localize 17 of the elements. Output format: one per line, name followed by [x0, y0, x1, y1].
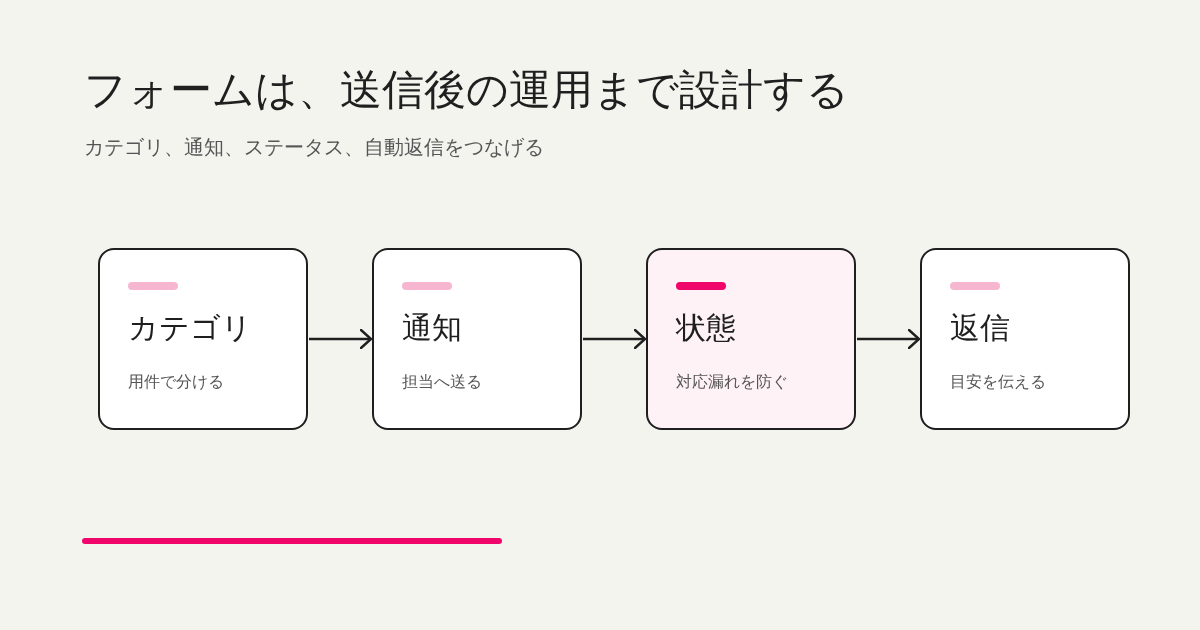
card-description: 用件で分ける [128, 372, 224, 393]
card-description: 担当へ送る [402, 372, 482, 393]
subtitle: カテゴリ、通知、ステータス、自動返信をつなげる [84, 134, 544, 161]
card-description: 目安を伝える [950, 372, 1046, 393]
arrow [309, 328, 373, 350]
card-heading: カテゴリ [128, 309, 252, 347]
arrow [583, 328, 647, 350]
card-heading: 返信 [950, 309, 1010, 347]
card-heading: 通知 [402, 309, 462, 347]
process-card [920, 248, 1130, 430]
card-description: 対応漏れを防ぐ [676, 372, 788, 393]
process-card [646, 248, 856, 430]
process-card [372, 248, 582, 430]
title: フォームは、送信後の運用まで設計する [84, 64, 849, 116]
process-card [98, 248, 308, 430]
arrow [857, 328, 921, 350]
card-heading: 状態 [676, 309, 736, 347]
